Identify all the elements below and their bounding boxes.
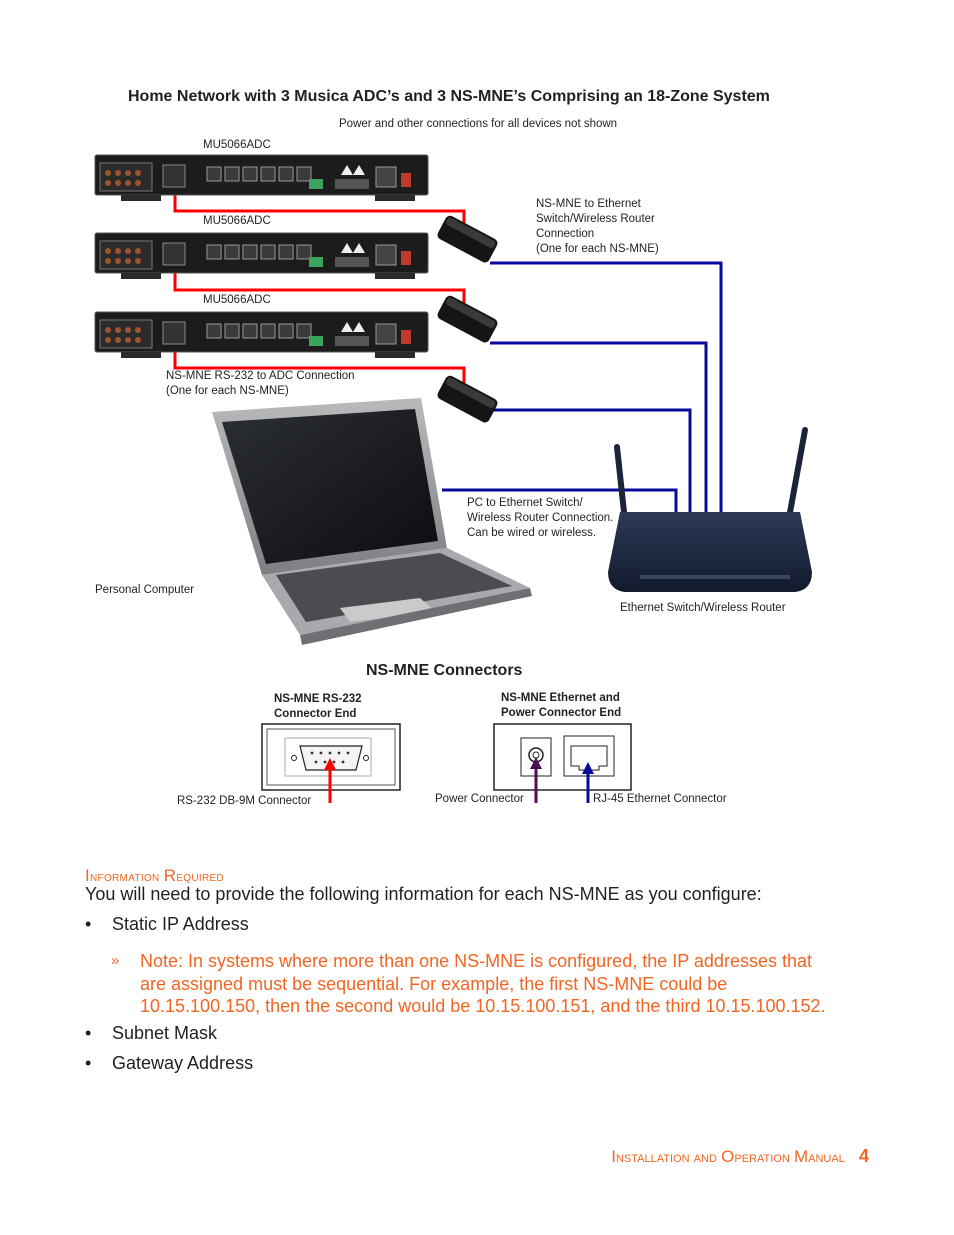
- eth-end-title-line: NS-MNE Ethernet and: [501, 692, 620, 704]
- list-item: • Gateway Address: [85, 1053, 253, 1074]
- nsmne-ethernet-label: NS-MNE to Ethernet Switch/Wireless Route…: [536, 197, 659, 257]
- rs232-adc-label-line: (One for each NS-MNE): [166, 385, 289, 397]
- footer-initial: M: [793, 1147, 809, 1166]
- footer-word: nstallation: [615, 1149, 690, 1166]
- list-item-text: Subnet Mask: [112, 1023, 218, 1043]
- db9-label: RS-232 DB-9M Connector: [177, 795, 312, 807]
- router-image: [608, 427, 812, 592]
- note-block: » Note: In systems where more than one N…: [111, 950, 831, 1018]
- nsmne-ethernet-label-line: Switch/Wireless Router: [536, 213, 655, 225]
- adc-unit-2: [94, 232, 429, 279]
- nsmne-ethernet-label-line: (One for each NS-MNE): [536, 243, 659, 255]
- list-item: • Subnet Mask: [85, 1023, 217, 1044]
- adc-label-1: MU5066ADC: [203, 139, 271, 151]
- heading-initial: I: [85, 866, 91, 885]
- rs232-end-title-line: NS-MNE RS-232: [274, 693, 362, 705]
- connector-arrows: [324, 757, 594, 803]
- ethernet-power-connector-end: [493, 723, 632, 791]
- eth-end-title-line: Power Connector End: [501, 707, 622, 719]
- diagram-subtitle: Power and other connections for all devi…: [339, 118, 618, 130]
- router-label: Ethernet Switch/Wireless Router: [620, 602, 786, 614]
- adc-label-2: MU5066ADC: [203, 215, 271, 227]
- pc-link-label-line: Can be wired or wireless.: [467, 527, 597, 539]
- list-item: • Static IP Address: [85, 914, 249, 935]
- ethernet-cables: [442, 261, 723, 512]
- rs232-end-title: NS-MNE RS-232 Connector End: [274, 692, 362, 722]
- pc-label: Personal Computer: [95, 584, 195, 596]
- section-heading: Information Required: [85, 866, 224, 886]
- ns-mne-device-2: [437, 295, 498, 343]
- bullet-icon: •: [85, 914, 92, 934]
- heading-rest: equired: [176, 868, 224, 884]
- footer-word: anual: [808, 1149, 845, 1166]
- note-text: Note: In systems where more than one NS-…: [140, 951, 826, 1016]
- heading-rest: nformation: [90, 868, 160, 884]
- note-marker-icon: »: [111, 952, 120, 969]
- page-number: 4: [858, 1146, 869, 1166]
- footer-word: peration: [734, 1149, 790, 1166]
- diagram-title: Home Network with 3 Musica ADC’s and 3 N…: [128, 88, 770, 105]
- pc-link-label: PC to Ethernet Switch/ Wireless Router C…: [467, 496, 613, 541]
- adc-unit-1: [94, 154, 429, 201]
- pc-link-label-line: PC to Ethernet Switch/: [467, 497, 583, 509]
- rj45-label: RJ-45 Ethernet Connector: [593, 793, 727, 805]
- ns-mne-device-3: [437, 375, 498, 423]
- eth-end-title: NS-MNE Ethernet and Power Connector End: [501, 691, 621, 721]
- section-intro: You will need to provide the following i…: [85, 884, 762, 904]
- network-diagram: [94, 154, 812, 803]
- page-footer: Installation and Operation Manual 4: [611, 1146, 869, 1167]
- adc-unit-3: [94, 311, 429, 358]
- pc-link-label-line: Wireless Router Connection.: [467, 512, 614, 524]
- ns-mne-device-1: [437, 215, 498, 263]
- heading-initial: R: [163, 866, 177, 885]
- power-connector-label: Power Connector: [435, 793, 524, 805]
- laptop-image: [212, 398, 532, 645]
- connectors-title: NS-MNE Connectors: [366, 662, 523, 679]
- list-item-text: Gateway Address: [112, 1053, 254, 1073]
- adc-label-3: MU5066ADC: [203, 294, 271, 306]
- footer-word: and: [693, 1149, 717, 1166]
- footer-initial: I: [611, 1147, 616, 1166]
- footer-initial: O: [721, 1147, 735, 1166]
- bullet-icon: •: [85, 1023, 92, 1043]
- rs232-adc-label: NS-MNE RS-232 to ADC Connection (One for…: [166, 369, 355, 399]
- nsmne-ethernet-label-line: NS-MNE to Ethernet: [536, 198, 641, 210]
- rs232-adc-label-line: NS-MNE RS-232 to ADC Connection: [166, 370, 355, 382]
- list-item-text: Static IP Address: [112, 914, 249, 934]
- rs232-end-title-line: Connector End: [274, 708, 357, 720]
- bullet-icon: •: [85, 1053, 92, 1073]
- nsmne-ethernet-label-line: Connection: [536, 228, 595, 240]
- rs232-cables: [173, 185, 466, 385]
